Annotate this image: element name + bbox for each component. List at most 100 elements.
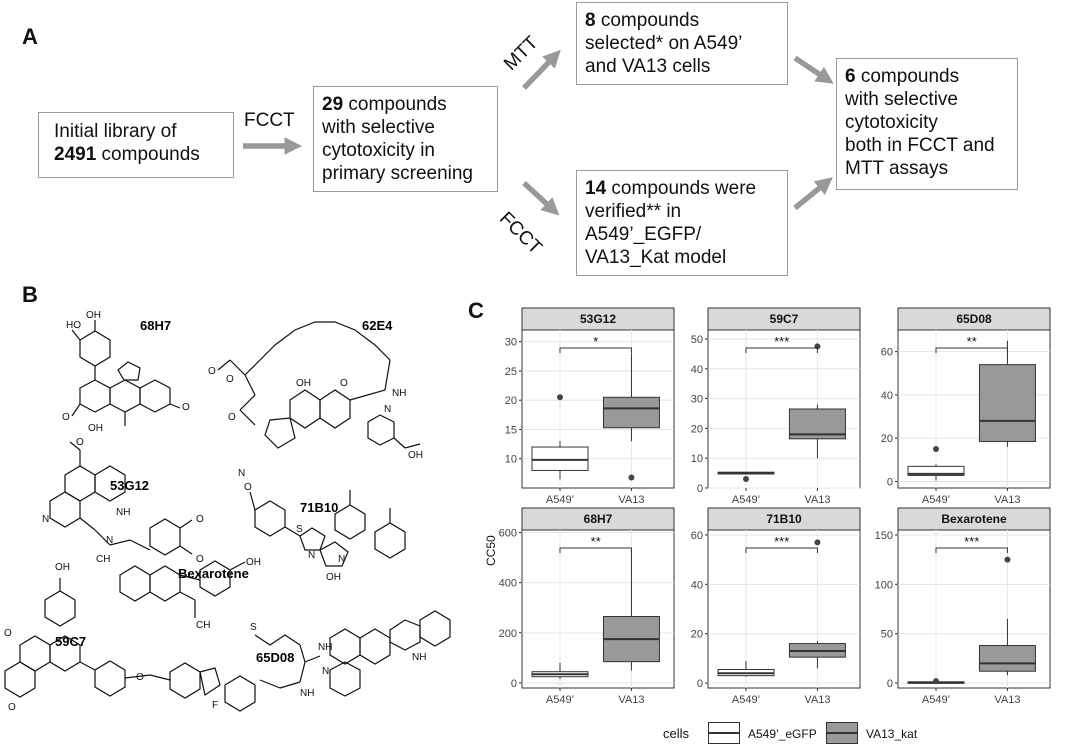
label-59c7: 59C7 [55, 634, 86, 649]
y-tick-label: 400 [499, 578, 517, 590]
label-68h7: 68H7 [140, 318, 171, 333]
svg-text:NH: NH [392, 388, 406, 399]
final-line3: cytotoxicity [845, 112, 938, 133]
y-tick-label: 100 [875, 579, 893, 591]
molecule-65d08 [224, 610, 451, 712]
legend-swatch-a549 [708, 722, 740, 744]
svg-text:N: N [338, 554, 345, 565]
fcct-rest1: compounds were [606, 178, 757, 199]
y-tick-label: 150 [875, 530, 893, 542]
y-tick-label: 20 [691, 423, 703, 435]
x-tick-label: VA13 [994, 694, 1020, 706]
fcct-line4: VA13_Kat model [585, 247, 727, 268]
svg-text:O: O [244, 482, 252, 493]
svg-text:O: O [196, 554, 204, 565]
panel-frame-68h7 [521, 529, 675, 689]
legend-title: cells [663, 726, 690, 741]
significance-bracket [559, 547, 632, 553]
label-71b10: 71B10 [300, 500, 338, 515]
svg-text:OH: OH [326, 572, 341, 583]
svg-text:N: N [384, 404, 391, 415]
svg-text:NH: NH [116, 507, 130, 518]
box-a549 [531, 446, 589, 471]
initial-rest: compounds [96, 144, 200, 165]
svg-text:S: S [296, 524, 303, 535]
y-tick-label: 40 [691, 364, 703, 376]
mtt-count: 8 [585, 10, 596, 31]
panel-label-a: A [22, 24, 38, 49]
y-tick-label: 20 [881, 433, 893, 445]
panel-frame-71b10 [707, 529, 861, 689]
significance-bracket [745, 547, 818, 553]
svg-text:CH: CH [96, 554, 110, 565]
outlier-point [933, 678, 939, 685]
y-tick-label: 600 [499, 528, 517, 540]
x-tick-label: A549’ [922, 694, 950, 706]
legend-swatch-va13 [826, 722, 858, 744]
svg-text:N: N [308, 550, 315, 561]
svg-text:HO: HO [66, 320, 81, 331]
svg-text:N: N [42, 514, 49, 525]
y-tick-label: 0 [887, 678, 893, 690]
svg-text:O: O [76, 437, 84, 448]
svg-text:O: O [196, 514, 204, 525]
mtt-rest1: compounds [595, 10, 700, 31]
x-tick-label: A549’ [922, 494, 950, 506]
panel-title-59c7: 59C7 [770, 312, 799, 326]
x-tick-label: A549’ [732, 494, 760, 506]
fcct-line2: verified** in [585, 201, 682, 222]
significance-label: *** [774, 534, 789, 549]
final-count: 6 [845, 66, 856, 87]
final-line2: with selective [845, 89, 958, 110]
box-a549 [907, 465, 965, 476]
molecule-bexarotene [119, 560, 246, 618]
box-va13 [602, 396, 660, 429]
y-tick-label: 0 [511, 678, 517, 690]
svg-text:OH: OH [408, 450, 423, 461]
svg-text:S: S [250, 622, 257, 633]
svg-text:O: O [340, 378, 348, 389]
svg-text:O: O [228, 412, 236, 423]
y-tick-label: 25 [505, 366, 517, 378]
y-tick-label: 0 [697, 483, 703, 495]
significance-bracket [935, 547, 1008, 553]
svg-text:OH: OH [86, 310, 101, 321]
svg-text:OH: OH [296, 378, 311, 389]
svg-text:O: O [8, 702, 16, 713]
x-tick-label: A549’ [546, 494, 574, 506]
svg-text:O: O [226, 374, 234, 385]
svg-text:OH: OH [246, 557, 261, 568]
outlier-point [1004, 556, 1011, 563]
final-rest1: compounds [855, 66, 960, 87]
svg-text:CH: CH [196, 620, 210, 631]
y-tick-label: 50 [691, 334, 703, 346]
svg-text:OH: OH [88, 423, 103, 434]
svg-text:O: O [208, 366, 216, 377]
panel-title-68h7: 68H7 [584, 512, 613, 526]
molecule-59c7 [4, 578, 221, 699]
mtt-line3: and VA13 cells [585, 56, 711, 77]
y-tick-label: 200 [499, 628, 517, 640]
molecule-53g12 [49, 441, 193, 556]
panel-title-65d08: 65D08 [956, 312, 992, 326]
y-tick-label: 60 [881, 347, 893, 359]
significance-label: *** [774, 334, 789, 349]
x-tick-label: VA13 [618, 694, 644, 706]
significance-label: ** [967, 334, 977, 349]
arrow-mtt-to-final [793, 55, 834, 84]
y-tick-label: 40 [881, 390, 893, 402]
x-tick-label: A549’ [732, 694, 760, 706]
x-tick-label: VA13 [804, 694, 830, 706]
arrow-primary-to-fcct [522, 180, 560, 216]
svg-text:N: N [106, 535, 113, 546]
x-tick-label: VA13 [804, 494, 830, 506]
molecule-71b10 [249, 490, 406, 567]
flow-arrows [243, 49, 834, 216]
label-53g12: 53G12 [110, 478, 149, 493]
label-62e4: 62E4 [362, 318, 393, 333]
primary-screening-box: 29 compounds with selective cytotoxicity… [313, 86, 498, 192]
svg-text:N: N [238, 468, 245, 479]
panel-label-c: C [468, 298, 484, 323]
significance-label: * [593, 334, 598, 349]
primary-line3: cytotoxicity in [322, 140, 435, 161]
